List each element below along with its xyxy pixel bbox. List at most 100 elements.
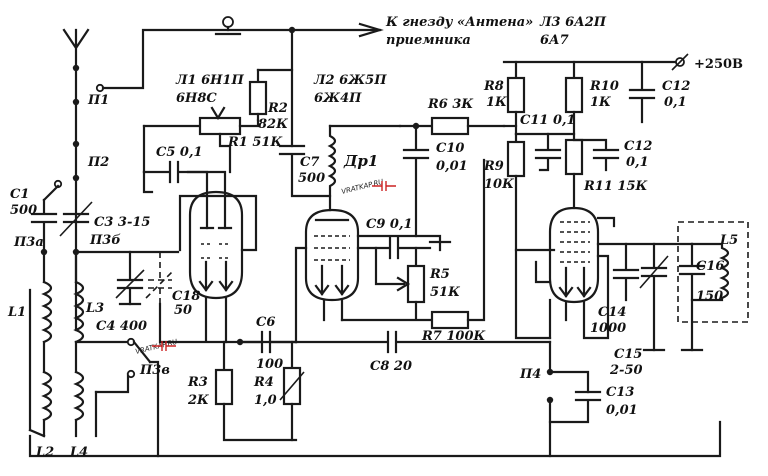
label-c16: C16 (696, 259, 724, 274)
tube-l3-name: Л3 6А2П (539, 15, 607, 30)
capacitor-c18-group (115, 250, 175, 306)
label-p1: П1 (87, 93, 109, 108)
tube-l2-name: Л2 6Ж5П (313, 73, 387, 88)
resistor-r2 (248, 68, 294, 122)
label-c9: C9 0,1 (366, 217, 413, 232)
capacitor-c10 (402, 122, 430, 238)
antenna-note-line2: приемника (386, 33, 471, 48)
tube-l2 (304, 208, 360, 302)
resistor-r7 (340, 158, 486, 330)
label-c4: C4 400 (96, 319, 147, 334)
label-c14: C14 (598, 305, 626, 320)
label-c3: C3 3-15 (94, 215, 150, 230)
label-r11: R11 15К (583, 179, 648, 194)
capacitor-c3 (59, 201, 93, 256)
label-r3: R3 (187, 375, 208, 390)
tube-l3 (548, 206, 600, 304)
tube-l1-alt: 6Н8С (176, 91, 217, 106)
antenna-note-line1: К гнезду «Антена» (385, 15, 533, 30)
label-r2: R2 (267, 101, 288, 116)
coil-l1 (28, 254, 53, 432)
capacitor-c13 (548, 390, 602, 424)
label-c13-val: 0,01 (606, 403, 638, 418)
label-p3v: П3в (139, 363, 170, 378)
label-r9-val: 10К (484, 177, 514, 192)
label-c13: C13 (606, 385, 634, 400)
resistor-r5 (374, 246, 426, 320)
label-c10: C10 (436, 141, 464, 156)
label-c1-val: 500 (10, 203, 37, 218)
switch-p3v (74, 337, 160, 458)
label-p2: П2 (87, 155, 109, 170)
tube-l1-name: Л1 6Н1П (175, 73, 244, 88)
label-r10-val: 1К (590, 95, 611, 110)
resistor-r8 (502, 60, 526, 136)
label-r4-val: 1,0 (254, 393, 277, 408)
resistor-r6 (398, 116, 506, 136)
resistor-r11 (564, 138, 584, 210)
coil-l3 (73, 254, 85, 374)
label-p3a: П3а (13, 235, 44, 250)
resistor-r9 (506, 132, 556, 340)
coil-l4 (73, 370, 98, 438)
label-c14-val: 1000 (590, 321, 626, 336)
capacitor-c14 (612, 242, 640, 302)
label-c6: C6 (256, 315, 275, 330)
label-c18: C18 (172, 289, 200, 304)
label-r4: R4 (253, 375, 274, 390)
label-c11: C11 0,1 (520, 113, 576, 128)
label-c12a: C12 (662, 79, 690, 94)
label-c15-val: 2-50 (609, 363, 643, 378)
label-c12a-val: 0,1 (664, 95, 687, 110)
label-r3-val: 2К (187, 393, 209, 408)
capacitor-c7 (278, 144, 332, 198)
supply-label: +250В (694, 57, 743, 72)
label-p4: П4 (519, 367, 541, 382)
label-c8: C8 20 (370, 359, 412, 374)
label-r8-val: 1К (486, 95, 507, 110)
label-l5: L5 (719, 233, 738, 248)
switch-p1 (72, 22, 384, 106)
label-dr1: Др1 (343, 152, 378, 170)
label-r2-val: 82К (258, 117, 288, 132)
capacitor-c6 (236, 330, 298, 354)
capacitor-c11 (514, 132, 576, 172)
svg-text:VRATKAP.RU: VRATKAP.RU (341, 178, 385, 196)
label-c18-val: 50 (174, 303, 192, 318)
label-c7-val: 500 (298, 171, 325, 186)
label-l2: L2 (35, 445, 54, 460)
l4-return (94, 372, 130, 394)
label-c5: C5 0,1 (156, 145, 203, 160)
label-c12b-val: 0,1 (626, 155, 649, 170)
coil-l5 (690, 242, 730, 302)
tube-l3-alt: 6А7 (540, 33, 569, 48)
label-r10: R10 (589, 79, 619, 94)
label-r6: R6 3К (427, 97, 473, 112)
resistor-r3 (214, 340, 298, 442)
svg-text:VRATKAP.RU: VRATKAP.RU (135, 338, 179, 356)
label-c1: C1 (10, 187, 29, 202)
label-p3b: П3б (89, 233, 121, 248)
label-c12b: C12 (624, 139, 652, 154)
label-r8: R8 (483, 79, 504, 94)
capacitor-c5 (142, 160, 209, 194)
watermark-b: VRATKAP.RU (135, 338, 179, 356)
switch-p2 (72, 140, 80, 182)
tube-l1 (188, 190, 244, 300)
label-r1: R1 51К (227, 135, 282, 150)
coil-l2 (28, 370, 53, 438)
antenna-jack-icon (214, 16, 242, 36)
label-c6-val: 100 (256, 357, 283, 372)
capacitor-c9 (356, 234, 452, 260)
capacitor-c12-upper (628, 60, 656, 124)
capacitor-c16 (678, 242, 706, 352)
resistor-r1 (142, 106, 260, 174)
capacitor-c1 (30, 179, 63, 256)
label-c15: C15 (614, 347, 642, 362)
l5-shield-box (677, 221, 749, 323)
label-c10-val: 0,01 (436, 159, 468, 174)
label-r9: R9 (483, 159, 504, 174)
capacitor-c8 (294, 330, 552, 354)
label-r7: R7 100К (421, 329, 486, 344)
